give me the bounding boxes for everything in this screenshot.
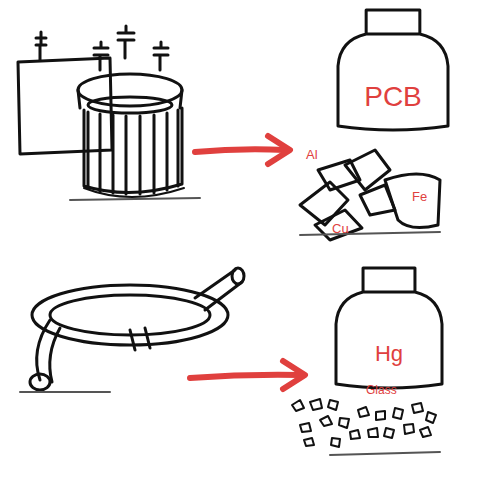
bottle-label: PCB [332, 82, 454, 113]
material-label: Al [306, 148, 318, 162]
bottle-outline [330, 262, 448, 394]
material-label: Fe [412, 190, 427, 204]
bottle-outline [332, 4, 454, 136]
bottle-label: Hg [330, 342, 448, 366]
bottle: PCB [332, 4, 454, 136]
material-label: Glass [366, 384, 397, 397]
material-label: Cu [332, 222, 349, 236]
bottle: Hg [330, 262, 448, 394]
